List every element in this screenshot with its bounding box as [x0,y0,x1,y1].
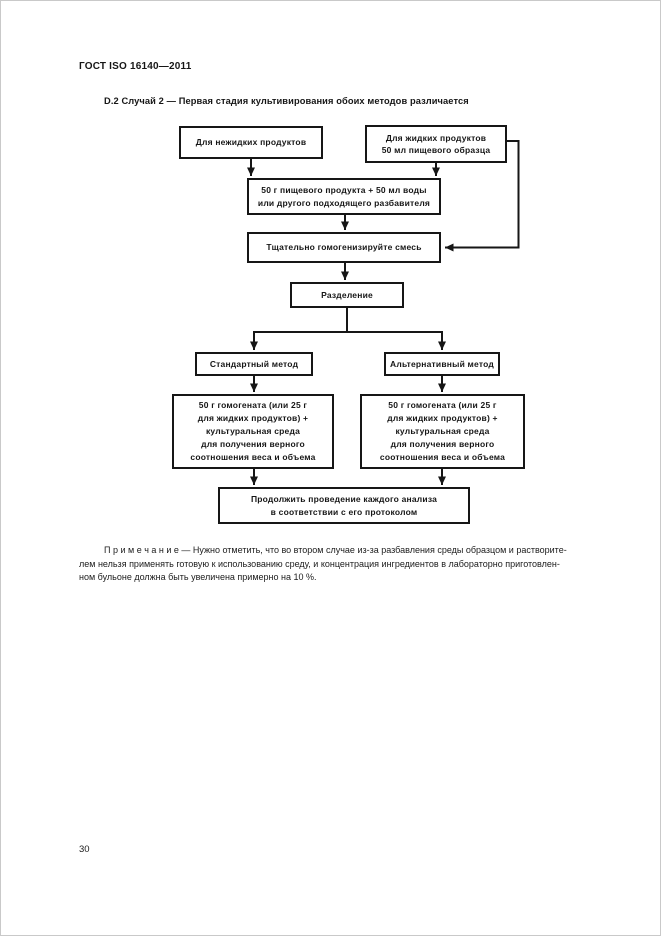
note-line: П р и м е ч а н и е — Нужно отметить, чт… [104,545,567,555]
flow-box-alternative-detail: 50 г гомогената (или 25 г для жидких про… [360,394,525,469]
note-line: лем нельзя применять готовую к использов… [79,558,560,569]
arrow-liquid-feedback-to-homogenize [445,140,520,252]
flow-box-continue: Продолжить проведение каждого анализа в … [218,487,470,524]
flow-box-mix: 50 г пищевого продукта + 50 мл воды или … [247,178,441,215]
flow-box-nonliquid-products: Для нежидких продуктов [179,126,323,159]
flow-box-homogenize: Тщательно гомогенизируйте смесь [247,232,441,263]
flow-box-division: Разделение [290,282,404,308]
flow-box-standard-method: Стандартный метод [195,352,313,376]
flow-box-standard-detail: 50 г гомогената (или 25 г для жидких про… [172,394,334,469]
flow-box-liquid-products: Для жидких продуктов 50 мл пищевого обра… [365,125,507,163]
flow-box-alternative-method: Альтернативный метод [384,352,500,376]
note-paragraph: П р и м е ч а н и е — Нужно отметить, чт… [79,544,589,585]
section-heading: D.2 Случай 2 — Первая стадия культивиров… [104,96,469,106]
doc-header: ГОСТ ISO 16140—2011 [79,61,192,72]
note-line: ном бульоне должна быть увеличена пример… [79,572,317,582]
page-number: 30 [79,844,90,855]
